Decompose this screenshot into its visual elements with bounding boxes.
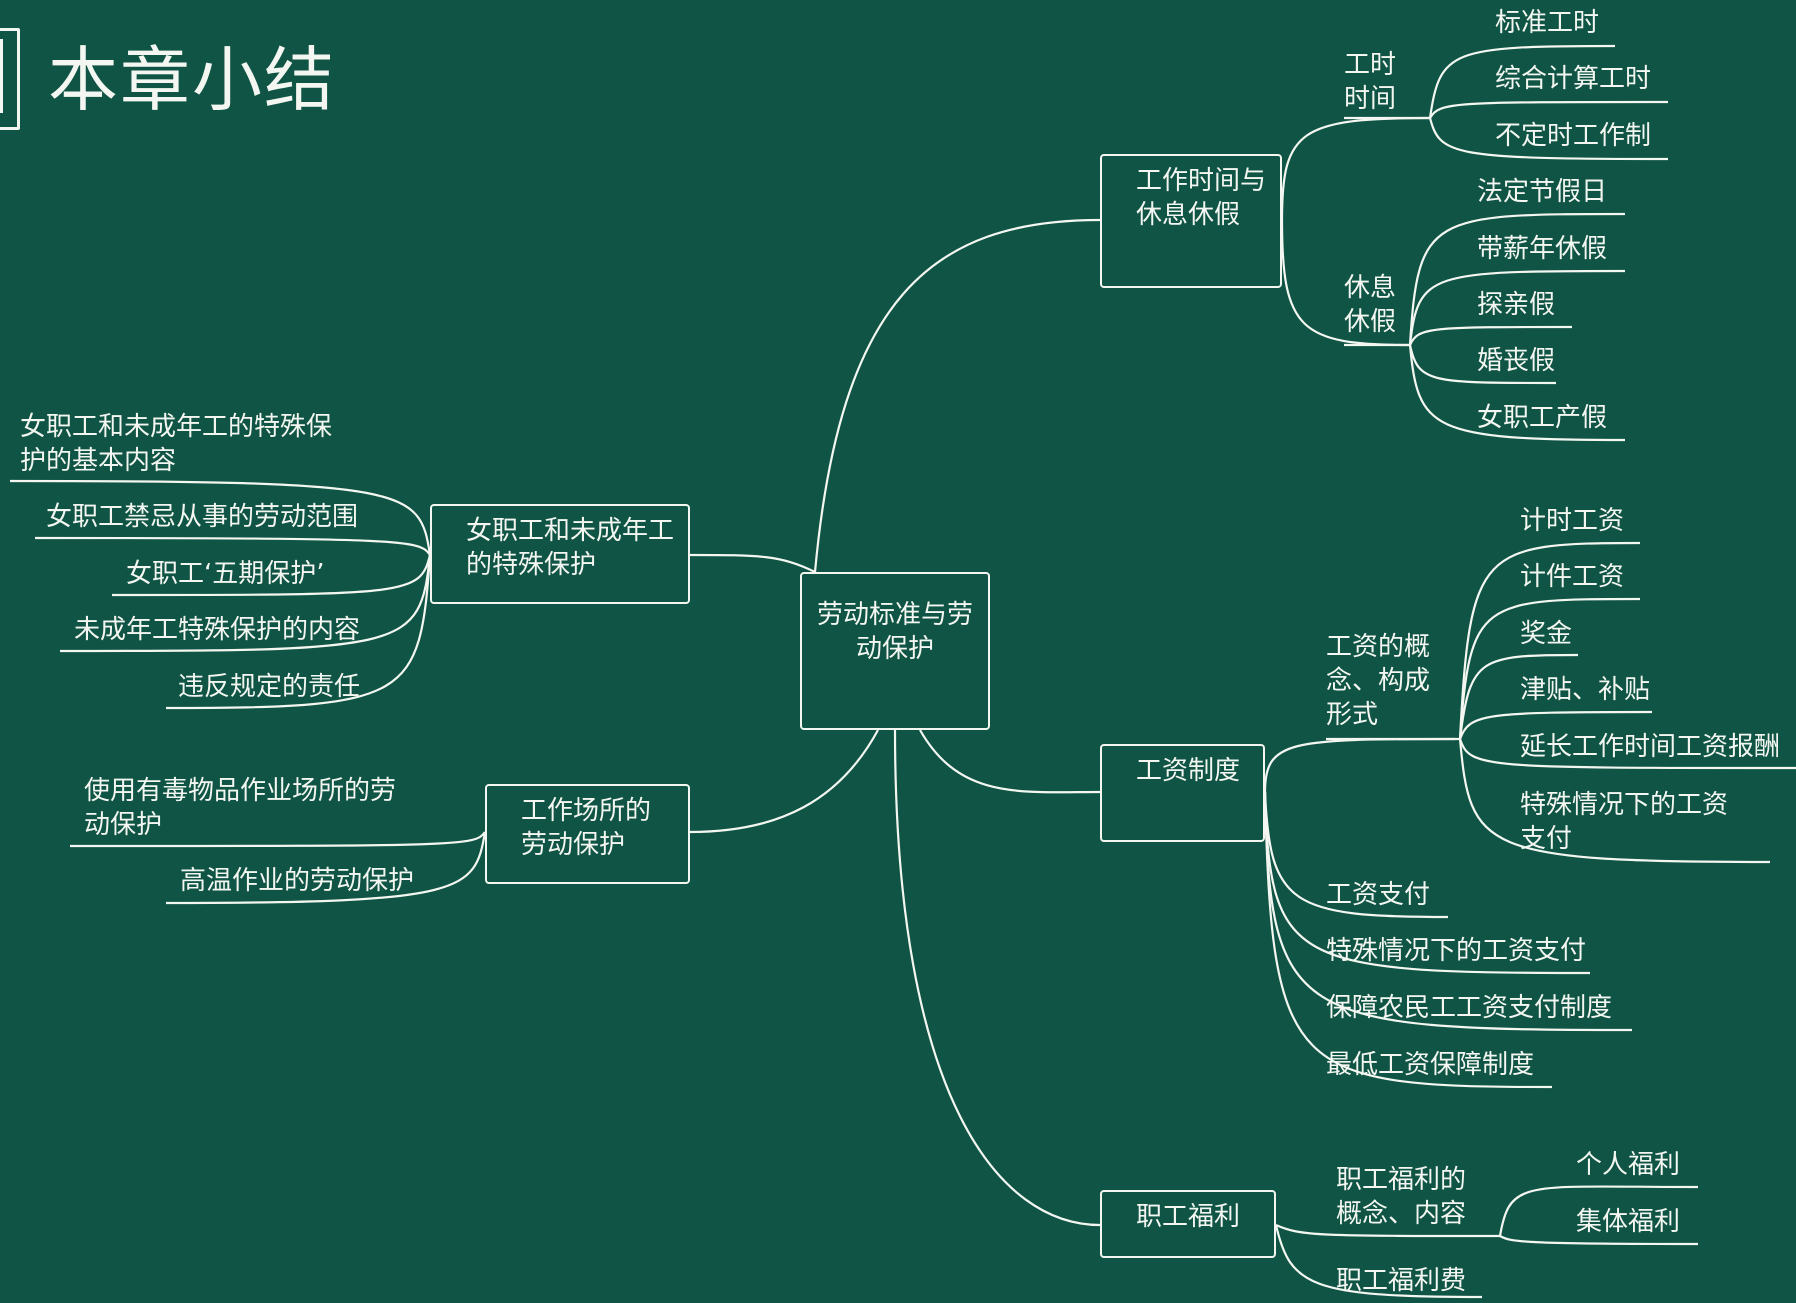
leaf-female-2: 女职工禁忌从事的劳动范围: [46, 502, 359, 532]
leaf-rest-3: 探亲假: [1477, 290, 1556, 320]
connector: [34, 536, 431, 556]
connector: [1408, 344, 1557, 385]
connector: [1263, 737, 1456, 793]
connector: [1498, 1185, 1699, 1237]
leaf-welfare-2: 集体福利: [1576, 1207, 1681, 1237]
sub-label-hours: 工时时间: [1344, 50, 1397, 114]
leaf-hours-2: 综合计算工时: [1495, 64, 1652, 94]
connector: [1458, 710, 1653, 740]
leaf-wage-1: 计时工资: [1520, 506, 1625, 536]
leaf-wage-pay-4: 最低工资保障制度: [1326, 1050, 1535, 1080]
page-title: 本章小结: [48, 39, 336, 121]
connector: [1499, 1235, 1699, 1246]
branch-work-hours: 工作时间与休息休假: [1100, 154, 1282, 288]
center-node: 劳动标准与劳动保护: [800, 572, 990, 730]
leaf-rest-5: 女职工产假: [1477, 403, 1608, 433]
leaf-rest-4: 婚丧假: [1477, 346, 1556, 376]
leaf-welfare-3: 职工福利费: [1336, 1266, 1467, 1296]
connector: [1428, 117, 1669, 161]
connector: [1408, 344, 1626, 442]
book-icon: [0, 28, 20, 130]
connector: [813, 218, 1101, 573]
connector: [69, 831, 486, 848]
branch-female: 女职工和未成年工的特殊保护: [430, 504, 690, 604]
leaf-wage-2: 计件工资: [1520, 562, 1625, 592]
leaf-rest-1: 法定节假日: [1477, 177, 1608, 207]
branch-wage: 工资制度: [1100, 744, 1265, 842]
connector: [1263, 791, 1591, 975]
leaf-hours-3: 不定时工作制: [1495, 121, 1652, 151]
sub-label-welfare-concept: 职工福利的概念、内容: [1336, 1165, 1467, 1229]
connector: [111, 554, 432, 597]
connector: [1429, 100, 1669, 119]
leaf-workplace-2: 高温作业的劳动保护: [180, 866, 415, 896]
leaf-hours-1: 标准工时: [1495, 8, 1600, 38]
leaf-wage-pay-3: 保障农民工工资支付制度: [1326, 993, 1613, 1023]
connector: [165, 554, 432, 710]
branch-welfare: 职工福利: [1100, 1190, 1276, 1258]
leaf-wage-6: 特殊情况下的工资支付: [1520, 790, 1729, 854]
connector: [1408, 269, 1626, 346]
leaf-female-5: 违反规定的责任: [178, 672, 361, 702]
connector: [165, 831, 487, 905]
leaf-wage-4: 津贴、补贴: [1520, 675, 1651, 705]
connector: [1263, 791, 1449, 919]
connector: [1458, 597, 1641, 740]
leaf-female-4: 未成年工特殊保护的内容: [74, 615, 361, 645]
connector: [893, 729, 1101, 1227]
connector: [9, 479, 432, 556]
connector: [689, 729, 879, 834]
connector: [919, 729, 1101, 794]
leaf-female-3: 女职工‘五期保护’: [126, 559, 325, 589]
sub-label-rest: 休息休假: [1344, 273, 1397, 337]
leaf-wage-pay-2: 特殊情况下的工资支付: [1326, 936, 1587, 966]
leaf-welfare-1: 个人福利: [1576, 1150, 1681, 1180]
sub-label-wage-concept: 工资的概念、构成形式: [1326, 632, 1431, 730]
leaf-workplace-1: 使用有毒物品作业场所的劳动保护: [84, 776, 397, 840]
leaf-wage-pay-1: 工资支付: [1326, 880, 1431, 910]
connector: [1274, 1224, 1483, 1299]
connector: [1280, 116, 1431, 221]
connector: [59, 554, 432, 653]
leaf-wage-3: 奖金: [1520, 619, 1573, 649]
leaf-rest-2: 带薪年休假: [1477, 234, 1608, 264]
leaf-female-1: 女职工和未成年工的特殊保护的基本内容: [20, 412, 333, 476]
connector: [1458, 738, 1796, 770]
connector: [1458, 738, 1771, 864]
connector: [1408, 325, 1573, 346]
branch-workplace: 工作场所的劳动保护: [485, 784, 690, 884]
connector: [1458, 541, 1641, 740]
connector: [1458, 653, 1579, 740]
leaf-wage-5: 延长工作时间工资报酬: [1520, 732, 1781, 762]
connector: [1263, 791, 1553, 1089]
connector: [689, 553, 816, 573]
connector: [1428, 44, 1616, 119]
connector: [1408, 212, 1626, 346]
connector: [1275, 1223, 1501, 1238]
